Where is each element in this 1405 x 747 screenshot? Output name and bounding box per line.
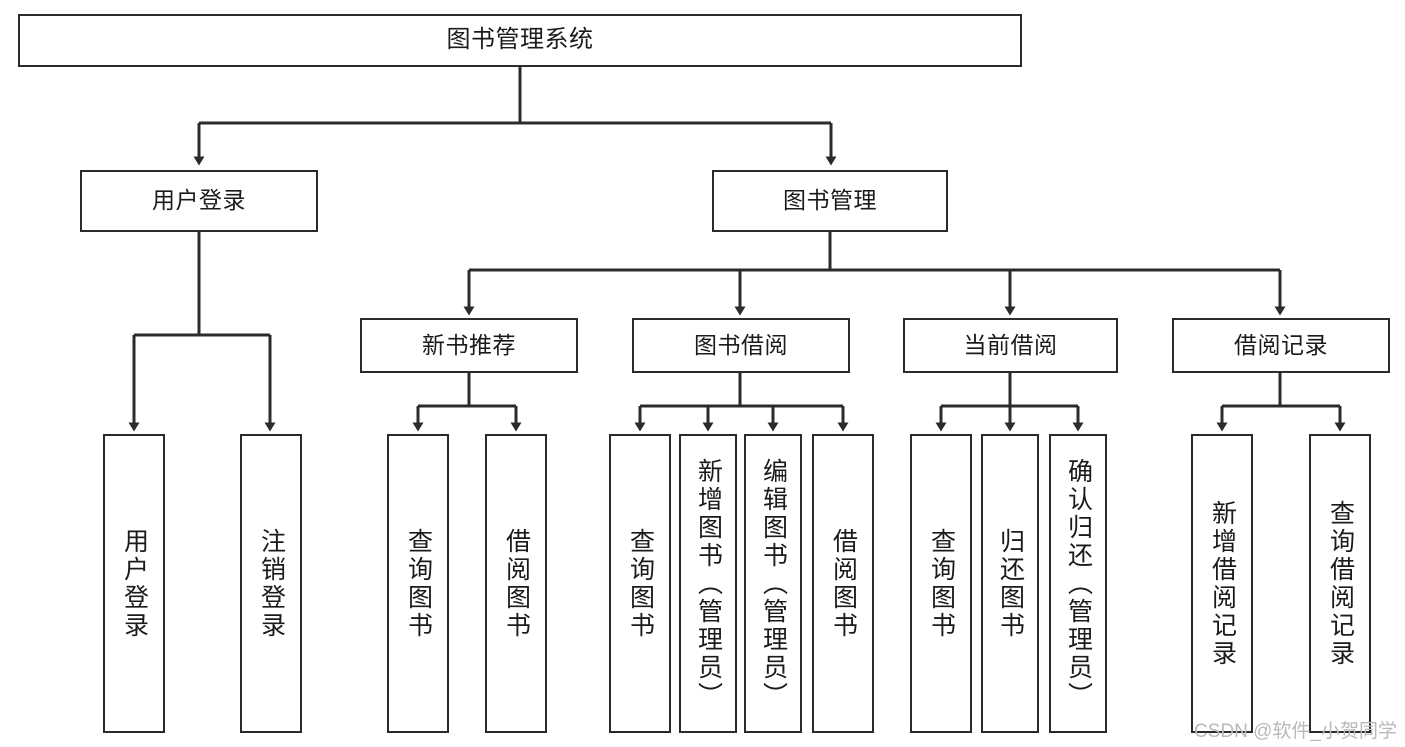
- node-label: 借阅图书: [502, 527, 531, 640]
- leaf-query-book-3[interactable]: 查询图书: [910, 434, 972, 733]
- node-label: 图书借阅: [694, 331, 788, 358]
- leaf-return-book[interactable]: 归还图书: [981, 434, 1039, 733]
- node-root-book-management-system[interactable]: 图书管理系统: [18, 14, 1022, 67]
- node-book-management[interactable]: 图书管理: [712, 170, 948, 232]
- node-label: 新增图书（管理员）: [694, 457, 723, 710]
- node-label: 当前借阅: [963, 331, 1058, 358]
- node-label: 查询图书: [626, 527, 655, 640]
- node-label: 注销登录: [257, 527, 286, 640]
- node-label: 借阅图书: [829, 527, 858, 640]
- node-label: 图书管理系统: [446, 26, 594, 54]
- node-borrow-record[interactable]: 借阅记录: [1172, 318, 1390, 373]
- node-label: 用户登录: [120, 527, 149, 640]
- node-label: 图书管理: [783, 187, 877, 214]
- node-label: 用户登录: [152, 187, 246, 214]
- node-label: 查询图书: [404, 527, 433, 640]
- csdn-watermark: CSDN @软件_小贺同学: [1194, 721, 1397, 742]
- leaf-query-book-2[interactable]: 查询图书: [609, 434, 671, 733]
- node-book-borrow[interactable]: 图书借阅: [632, 318, 850, 373]
- node-label: 确认归还（管理员）: [1064, 457, 1093, 710]
- leaf-confirm-return-admin[interactable]: 确认归还（管理员）: [1049, 434, 1107, 733]
- node-new-book-recommend[interactable]: 新书推荐: [360, 318, 578, 373]
- leaf-add-book-admin[interactable]: 新增图书（管理员）: [679, 434, 737, 733]
- node-label: 归还图书: [996, 527, 1025, 640]
- node-label: 查询图书: [927, 527, 956, 640]
- leaf-add-borrow-record[interactable]: 新增借阅记录: [1191, 434, 1253, 733]
- leaf-query-book-1[interactable]: 查询图书: [387, 434, 449, 733]
- node-user-login[interactable]: 用户登录: [80, 170, 318, 232]
- node-label: 新书推荐: [422, 331, 516, 358]
- node-label: 查询借阅记录: [1326, 499, 1355, 668]
- leaf-query-borrow-record[interactable]: 查询借阅记录: [1309, 434, 1371, 733]
- node-label: 新增借阅记录: [1208, 499, 1237, 668]
- node-current-borrow[interactable]: 当前借阅: [903, 318, 1118, 373]
- leaf-borrow-book-2[interactable]: 借阅图书: [812, 434, 874, 733]
- node-label: 借阅记录: [1234, 331, 1328, 358]
- leaf-borrow-book-1[interactable]: 借阅图书: [485, 434, 547, 733]
- leaf-user-login[interactable]: 用户登录: [103, 434, 165, 733]
- node-label: 编辑图书（管理员）: [759, 457, 788, 710]
- leaf-edit-book-admin[interactable]: 编辑图书（管理员）: [744, 434, 802, 733]
- leaf-logout-login[interactable]: 注销登录: [240, 434, 302, 733]
